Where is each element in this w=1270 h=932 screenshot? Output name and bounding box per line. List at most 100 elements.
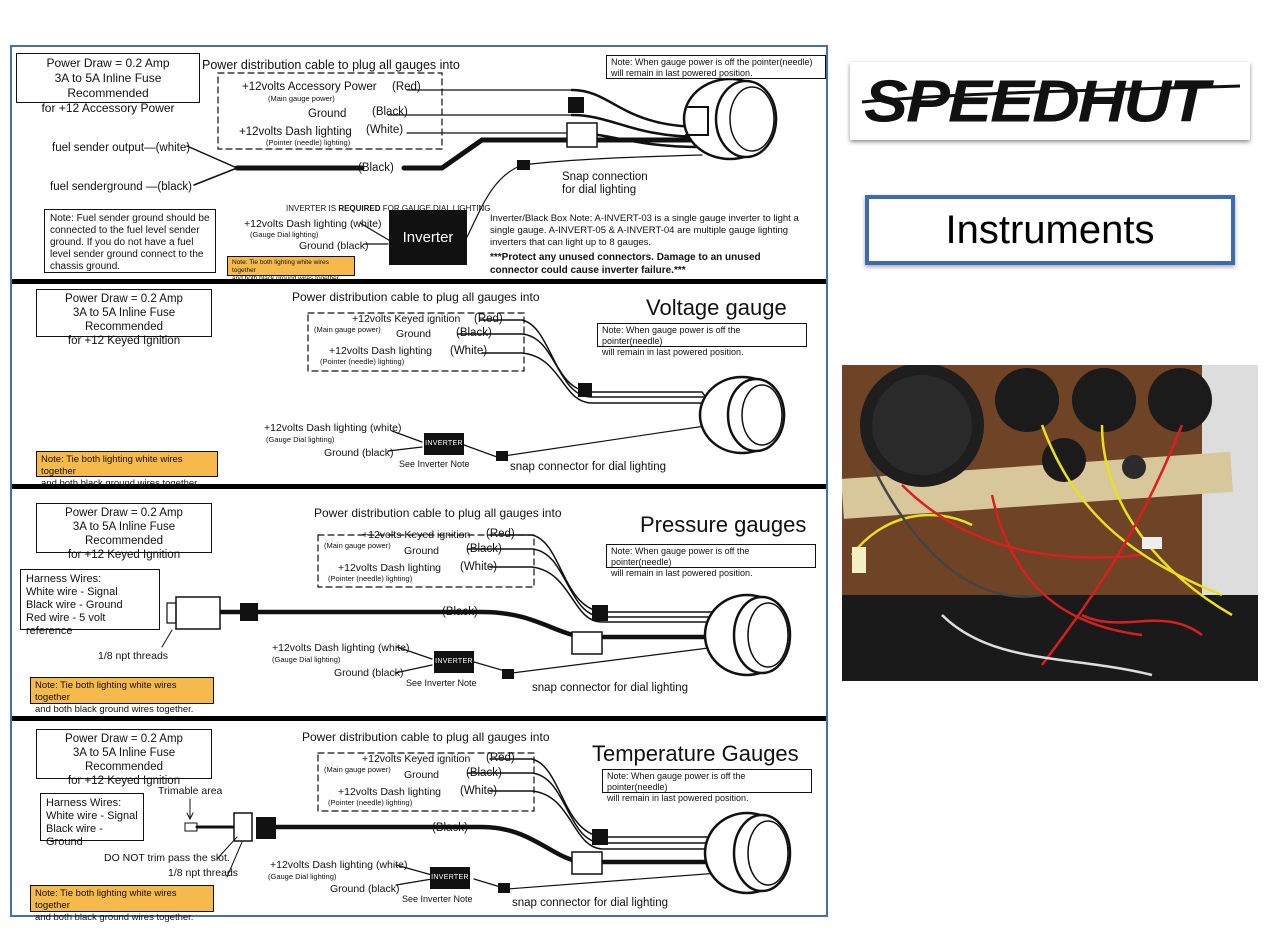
power-cable-label-4: Power distribution cable to plug all gau… — [302, 730, 550, 744]
fuse-text: 3A to 5A Inline Fuse Recommended — [54, 71, 162, 100]
keyed-power-text-3: for +12 Keyed Ignition — [67, 549, 181, 561]
pointer-note-2-line1: Note: When gauge power is off the pointe… — [602, 325, 741, 346]
gauges-photo — [842, 365, 1258, 681]
black-2: (Black) — [456, 327, 492, 339]
gauge-dial-lighting-2: (Gauge Dial lighting) — [266, 435, 335, 444]
power-draw-box: Power Draw = 0.2 Amp 3A to 5A Inline Fus… — [16, 53, 200, 115]
ground-3: Ground — [404, 545, 440, 557]
tie-note-1: Note: Tie both lighting white wires toge… — [227, 256, 355, 282]
black-3: (Black) — [466, 543, 502, 555]
accessory-label: +12volts Accessory Power — [242, 81, 377, 93]
keyed-ignition-2: +12volts Keyed ignition — [352, 313, 461, 325]
inverter-small-2: INVERTER — [424, 433, 464, 455]
wiring-lines — [161, 72, 792, 895]
red-label: (Red) — [392, 81, 421, 93]
fuel-output-label: fuel sender output—(white) — [52, 142, 191, 154]
pointer-note-3-line2: will remain in last powered position. — [611, 568, 753, 578]
dash-lighting-2: +12volts Dash lighting — [329, 345, 433, 357]
power-draw-text-4: Power Draw = 0.2 Amp — [65, 733, 183, 745]
main-gauge-power-3: (Main gauge power) — [324, 541, 391, 550]
dash-lighting-white-2: +12volts Dash lighting (white) — [264, 422, 402, 434]
ground-black-2: Ground (black) — [324, 447, 394, 459]
fuel-output-text: fuel sender output — [52, 142, 145, 154]
gauge-dial-lighting-3: (Gauge Dial lighting) — [272, 655, 341, 664]
ground-label: Ground — [308, 108, 347, 120]
inverter-required-label: INVERTER IS REQUIRED FOR GAUGE DIAL LIGH… — [286, 202, 491, 215]
power-draw-text-2: Power Draw = 0.2 Amp — [65, 293, 183, 305]
pointer-note-2-line2: will remain in last powered position. — [602, 347, 744, 357]
tie-note-3-line1: Note: Tie both lighting white wires toge… — [35, 680, 177, 703]
pointer-note-line1: Note: When gauge power is off the pointe… — [611, 57, 813, 67]
logo-swoosh — [861, 84, 1241, 104]
power-draw-text-3: Power Draw = 0.2 Amp — [65, 507, 183, 519]
gauges-photo-drawing — [842, 365, 1258, 681]
pointer-lighting-label: (Pointer (needle) lighting) — [266, 138, 351, 147]
snap-connector-3: snap connector for dial lighting — [532, 682, 688, 694]
pointer-note: Note: When gauge power is off the pointe… — [606, 55, 826, 79]
dash-lighting-4: +12volts Dash lighting — [338, 786, 442, 798]
tie-note-3: Note: Tie both lighting white wires toge… — [30, 677, 214, 715]
npt-3: 1/8 npt threads — [98, 650, 169, 662]
logo-text: SPEEDHUT — [864, 67, 1209, 135]
dash-lighting-white-4: +12volts Dash lighting (white) — [270, 859, 408, 871]
pointer-note-line2: will remain in last powered position. — [611, 68, 753, 78]
black-wire-3: (Black) — [442, 606, 478, 618]
instruments-title: Instruments — [945, 207, 1155, 252]
inverter-box: Inverter — [389, 210, 467, 265]
ground-black-1: Ground (black) — [299, 240, 369, 252]
keyed-power-text-4: for +12 Keyed Ignition — [67, 775, 181, 787]
white-label: (White) — [366, 124, 404, 136]
speedhut-logo: SPEEDHUT — [850, 62, 1250, 140]
see-inverter-note-2: See Inverter Note — [399, 459, 470, 469]
tie-note-1-line2: and both black ground wires together. — [232, 275, 341, 282]
see-inverter-note-4: See Inverter Note — [402, 894, 473, 904]
power-cable-label-3: Power distribution cable to plug all gau… — [314, 506, 562, 520]
black-4: (Black) — [466, 767, 502, 779]
power-draw-box-3: Power Draw = 0.2 Amp 3A to 5A Inline Fus… — [36, 503, 212, 561]
fuel-ground-label: fuel senderground —(black) — [50, 181, 192, 193]
fuel-ground-note: Note: Fuel sender ground should be conne… — [44, 209, 216, 273]
main-gauge-power-2: (Main gauge power) — [314, 325, 381, 334]
black-wire-label: (Black) — [358, 162, 394, 174]
dash-lighting-white-1: +12volts Dash lighting (white) — [244, 218, 382, 230]
keyed-ignition-4: +12volts Keyed ignition — [362, 753, 471, 765]
tie-note-4-line2: and both black ground wires together. — [35, 912, 194, 923]
harness-box-3: Harness Wires: White wire - Signal Black… — [20, 569, 160, 637]
harness-white-3: White wire - Signal — [26, 586, 118, 598]
red-3: (Red) — [486, 528, 515, 540]
tie-note-4: Note: Tie both lighting white wires toge… — [30, 885, 214, 923]
pointer-note-4-line2: will remain in last powered position. — [607, 793, 749, 803]
dash-lighting-3: +12volts Dash lighting — [338, 562, 442, 574]
power-cable-label: Power distribution cable to plug all gau… — [202, 58, 460, 72]
no-trim-label: DO NOT trim pass the slot. — [104, 852, 230, 864]
section-divider — [12, 279, 826, 284]
inv-req-b: REQUIRED — [338, 204, 381, 213]
tie-note-2-line1: Note: Tie both lighting white wires toge… — [41, 454, 183, 477]
harness-title-3: Harness Wires: — [26, 573, 102, 585]
protect-note-2: connector could cause inverter failure.*… — [490, 265, 686, 276]
trimable-label: Trimable area — [158, 785, 223, 797]
harness-black-3: Black wire - Ground — [26, 599, 123, 611]
wiring-diagram: Power Draw = 0.2 Amp 3A to 5A Inline Fus… — [10, 45, 828, 923]
white-4: (White) — [460, 785, 498, 797]
tie-note-2-line2: and both black ground wires together. — [41, 478, 200, 489]
dash-lighting-label: +12volts Dash lighting — [239, 126, 352, 138]
section-divider — [12, 716, 826, 721]
pointer-note-4-line1: Note: When gauge power is off the pointe… — [607, 771, 746, 792]
pointer-note-3: Note: When gauge power is off the pointe… — [606, 544, 816, 578]
instruments-title-box: Instruments — [865, 195, 1235, 265]
pointer-lighting-4: (Pointer (needle) lighting) — [328, 798, 413, 807]
red-2: (Red) — [474, 313, 503, 325]
ground-4: Ground — [404, 769, 440, 781]
tie-note-3-line2: and both black ground wires together. — [35, 704, 194, 715]
harness-black-4: Black wire - Ground — [46, 823, 103, 848]
gauge-dial-lighting-1: (Gauge Dial lighting) — [250, 230, 319, 239]
keyed-power-text-2: for +12 Keyed Ignition — [67, 335, 181, 347]
inverter-small-4: INVERTER — [430, 867, 470, 889]
snap-connection-label: Snap connection for dial lighting — [562, 171, 648, 197]
snap-a: Snap connection — [562, 171, 648, 183]
main-gauge-power-4: (Main gauge power) — [324, 765, 391, 774]
power-draw-box-2: Power Draw = 0.2 Amp 3A to 5A Inline Fus… — [36, 289, 212, 347]
black-wire-4: (Black) — [432, 822, 468, 834]
inverter-small-3: INVERTER — [434, 651, 474, 673]
